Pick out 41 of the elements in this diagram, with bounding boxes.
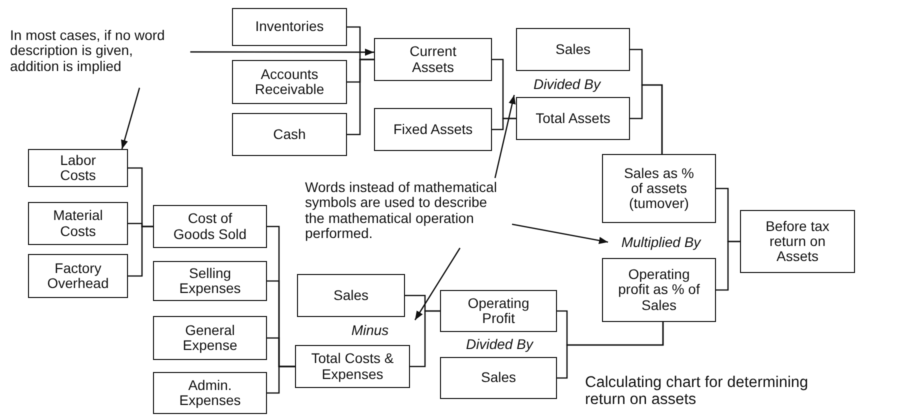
quantity-box: Sales bbox=[297, 274, 405, 317]
connector-line bbox=[347, 58, 374, 136]
quantity-box: Cost of Goods Sold bbox=[153, 205, 267, 248]
annotation-note: Words instead of mathematical symbols are used to describe the mathematical operation performed. bbox=[305, 180, 510, 246]
connector-line bbox=[410, 310, 440, 368]
arrow bbox=[494, 94, 516, 178]
quantity-box: Current Assets bbox=[374, 38, 492, 81]
quantity-box: Labor Costs bbox=[28, 149, 128, 187]
connector-line bbox=[630, 84, 663, 154]
quantity-box: Total Assets bbox=[516, 97, 630, 140]
quantity-box: Total Costs & Expenses bbox=[295, 345, 410, 388]
arrow bbox=[121, 88, 140, 150]
quantity-box: Factory Overhead bbox=[28, 254, 128, 298]
operation-label: Minus bbox=[320, 320, 420, 342]
quantity-box: Inventories bbox=[232, 8, 347, 46]
quantity-box: Material Costs bbox=[28, 202, 128, 245]
quantity-box: Operating profit as % of Sales bbox=[602, 258, 716, 322]
arrow bbox=[190, 48, 374, 56]
connector-line bbox=[716, 240, 740, 291]
quantity-box: General Expense bbox=[153, 316, 267, 360]
connector-line bbox=[492, 118, 516, 130]
quantity-box: Before tax return on Assets bbox=[740, 210, 855, 273]
operation-label: Divided By bbox=[465, 335, 534, 354]
quantity-box: Fixed Assets bbox=[374, 108, 492, 151]
operation-label: Multiplied By bbox=[608, 232, 714, 253]
connector-line bbox=[128, 226, 153, 277]
connector-line bbox=[557, 322, 664, 379]
operation-label: Divided By bbox=[512, 74, 622, 95]
quantity-box: Selling Expenses bbox=[153, 261, 267, 301]
annotation-note: In most cases, if no word description is given, addition is implied bbox=[10, 28, 185, 85]
caption: Calculating chart for determining return on assets bbox=[585, 374, 810, 408]
connector-line bbox=[267, 366, 295, 394]
arrow bbox=[512, 224, 608, 244]
quantity-box: Accounts Receivable bbox=[232, 60, 347, 104]
quantity-box: Cash bbox=[232, 113, 347, 156]
quantity-box: Sales bbox=[516, 28, 630, 71]
quantity-box: Admin. Expenses bbox=[153, 372, 267, 414]
arrow bbox=[414, 248, 461, 320]
quantity-box: Sales as % of assets (tumover) bbox=[602, 154, 716, 223]
quantity-box: Sales bbox=[440, 357, 557, 399]
quantity-box: Operating Profit bbox=[440, 290, 557, 332]
